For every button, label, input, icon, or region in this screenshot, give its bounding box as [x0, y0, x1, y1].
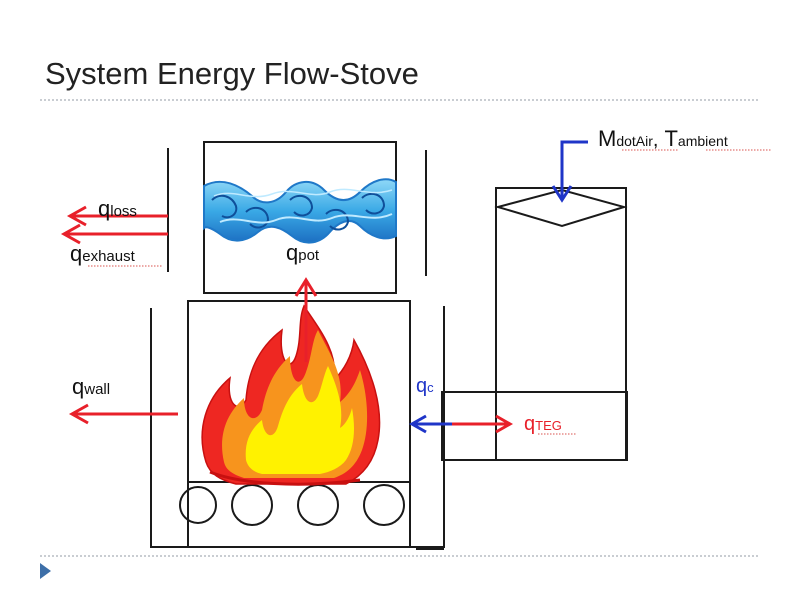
combustion-chamber	[150, 300, 445, 550]
q-exhaust-label: qexhaust	[70, 241, 136, 266]
q-c-arrow	[408, 414, 454, 434]
q-teg-arrow	[452, 414, 514, 434]
pot-assembly	[167, 141, 427, 294]
water-waves-icon	[203, 178, 397, 244]
title-divider	[40, 99, 758, 101]
diamond-inlet-icon	[494, 188, 628, 228]
outer-casing	[150, 306, 445, 548]
q-c-label: qc	[416, 375, 434, 397]
q-teg-label: qTEG	[524, 413, 562, 435]
q-loss-label: qloss	[98, 196, 137, 221]
q-loss-arrow	[66, 205, 168, 227]
slide-bullet-icon	[40, 563, 51, 579]
teg-module	[441, 391, 628, 461]
q-pot-arrow	[294, 277, 318, 362]
q-wall-label: qwall	[72, 374, 110, 399]
mdot-air-label: MdotAir,Tambient	[598, 126, 728, 151]
grate	[179, 484, 405, 526]
flame-icon	[201, 304, 381, 486]
air-inlet-arrow	[551, 140, 588, 203]
slide-title: System Energy Flow-Stove	[45, 56, 419, 91]
teg-box	[441, 391, 628, 461]
q-wall-arrow	[68, 403, 178, 425]
q-pot-label: qpot	[286, 240, 320, 265]
footer-divider	[40, 555, 758, 557]
q-exhaust-arrow	[60, 223, 168, 245]
